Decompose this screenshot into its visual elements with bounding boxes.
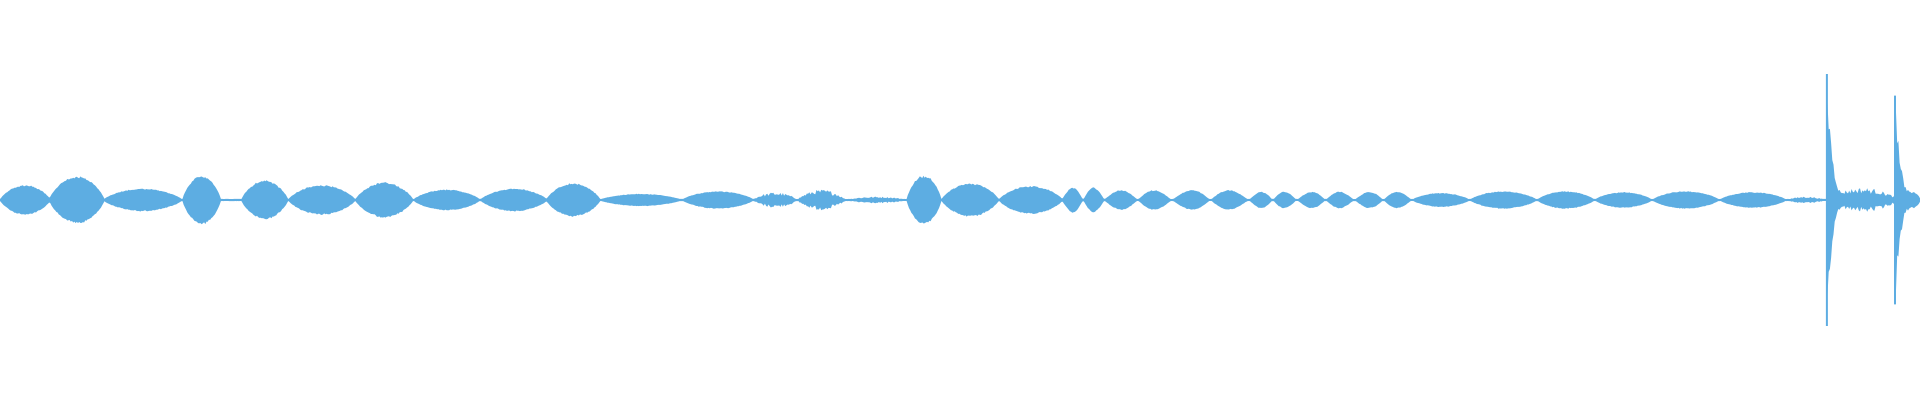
waveform-envelope	[0, 103, 1920, 295]
waveform-group	[0, 74, 1920, 326]
